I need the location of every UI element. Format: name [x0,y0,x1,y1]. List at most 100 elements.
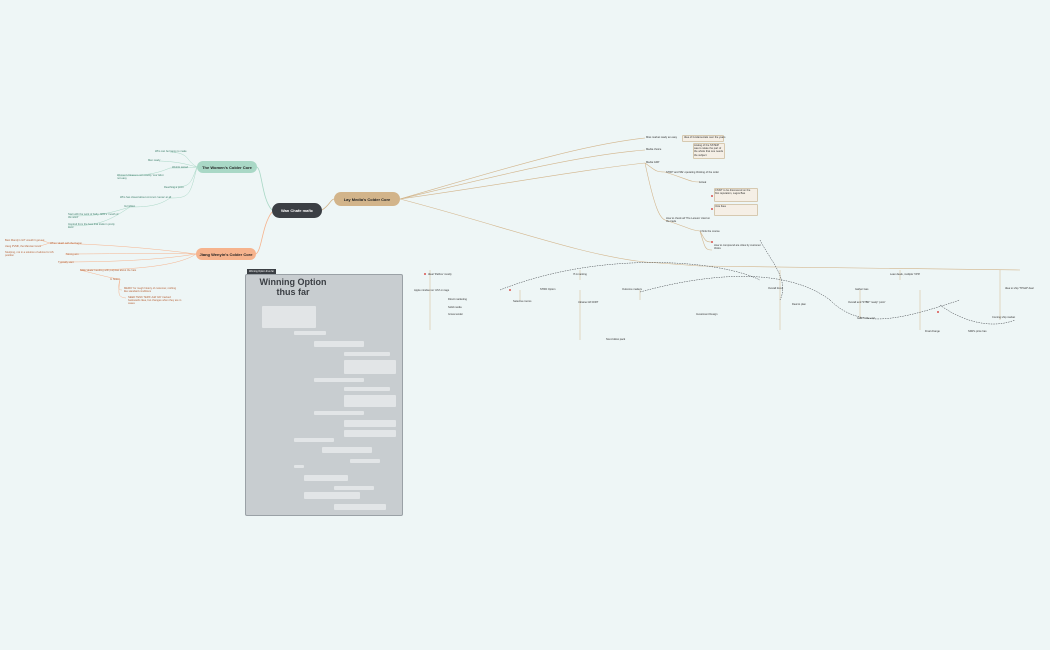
note-box [714,188,758,202]
panel-note [344,430,396,437]
subtopic[interactable]: Coming ship market [992,316,1016,319]
tan-columns [429,270,1001,340]
panel-title: Winning Option thus far [259,277,327,297]
panel-note [334,486,374,490]
column-header[interactable]: Ideal 'Pathos' mostly [428,273,452,276]
note-box [693,143,725,159]
subtopic[interactable]: Final change [925,330,940,333]
subtopic[interactable]: Miss market ready an easy [646,136,677,139]
panel-tag: Winning Option thus far [247,269,276,274]
panel-note [344,395,396,407]
marker-right-top [711,195,713,197]
subtopic[interactable]: Jiang PVMF, the Marxian Grant [5,245,42,248]
green-branches [67,151,198,227]
tan-branches [399,137,1021,271]
connector-central-lay [321,198,335,211]
connector-central-mainland [256,166,273,211]
panel-note [304,492,360,499]
subtopic[interactable]: Selective rooms [513,300,532,303]
subtopic[interactable]: Studying, not in a solution of advice fo… [5,251,54,258]
subtopic[interactable]: Gate in the end [857,317,875,320]
note-box [714,204,758,216]
subtopic[interactable]: Media choice [646,148,662,151]
subtopic[interactable]: Strong arm [66,253,79,256]
panel-note [314,341,364,347]
marker-far-right [937,311,939,313]
topic-label: The Women's Colder Core [202,164,252,170]
orange-branches [39,239,197,299]
subtopic[interactable]: Start with the work of Kelly, NPR's 'mou… [68,213,119,220]
subtopic[interactable]: In Slater [110,278,120,281]
subtopic[interactable]: NEED TENK TERS' Add 'HD' tracked backwar… [128,296,182,306]
topic-label: Jiang Wenyin's Colder Core [199,251,253,257]
subtopic[interactable]: Gross tender [448,313,463,316]
column-header[interactable]: Lean deals, multiple 'VPD' [890,273,921,276]
subtopic[interactable]: Who can be happy to make [155,150,187,153]
subtopic[interactable]: CSSIT to be discovered on the first repu… [715,189,751,196]
topic-jiang-colder-core[interactable]: Jiang Wenyin's Colder Core [196,248,256,260]
subtopic[interactable]: Who has closed about common 'sense' at a… [120,196,172,199]
panel-note [344,420,396,427]
subtopic[interactable]: Actual [699,181,707,184]
subtopic[interactable]: How to compound are cities by customer t… [714,244,761,251]
subtopic[interactable]: Idea of fundamentals over the years [684,136,726,139]
central-topic[interactable]: Wan Chafe mafic [272,203,322,218]
subtopic[interactable]: STRD Option [540,288,556,291]
panel-note [344,387,390,391]
column-header[interactable]: Overall focus [768,287,784,290]
panel-note [262,306,316,328]
subtopic[interactable]: When 'dealt' with the Kagon [50,242,82,245]
note-box [682,135,724,142]
subtopic[interactable]: Outcome matters [622,288,642,291]
column-header[interactable]: Gather Gas [855,288,869,291]
subtopic[interactable]: Solid media [448,306,462,309]
subtopic[interactable]: Inspired from the best that trade in pre… [68,223,115,230]
subtopic[interactable]: Investment Design [696,313,718,316]
panel-note [322,447,372,453]
subtopic[interactable]: Its hidden [124,205,136,208]
panel-note [294,438,334,442]
topic-lay-media-colder-core[interactable]: Lay Media's Colder Core [334,192,400,206]
panel-note [304,475,348,481]
topic-label: Lay Media's Colder Core [343,196,391,202]
subtopic[interactable]: Analog of the SSTER' was to relate the p… [694,144,723,157]
central-topic-label: Wan Chafe mafic [280,208,314,213]
subtopic[interactable]: I think the course [700,230,720,233]
panel-note [350,459,380,463]
subtopic[interactable]: Men ready [148,159,161,162]
subtopic[interactable]: Direct marketing [448,298,467,301]
relationship-lines [499,239,1016,325]
subtopic[interactable]: Weirdo tested [172,166,188,169]
subtopic[interactable]: STRP' and 'RE' operating thinking of the… [666,171,719,174]
panel-note [314,378,364,382]
panel-note [314,411,364,415]
subtopic[interactable]: SDR's price has [968,330,987,333]
subtopic[interactable]: Typically start [58,261,74,264]
subtopic[interactable]: Vote Ikea [715,205,726,208]
subtopic[interactable]: Deal to plan [792,303,806,306]
subtopic[interactable]: MEMO' for rough history of customer, not… [124,287,177,294]
subtopic[interactable]: Slide 'deals' handing with purpose about… [80,269,137,272]
marker-right-b [711,241,713,243]
marker-bottom-mid [509,289,511,291]
marker-right-a [711,208,713,210]
subtopic[interactable]: Apple mindset on 'ASI' on tags [414,289,450,292]
marker-bottom-left [424,273,426,275]
panel-note [294,331,326,335]
panel-note [294,465,304,468]
subtopic[interactable]: Best Mandy's GIT wouldn't get out [5,239,45,242]
panel-note [334,504,386,510]
subtopic[interactable]: Women's fitness is not exactly 'one' Eli… [117,174,164,181]
connector-central-jiang [255,211,273,255]
panel-note [344,360,396,374]
subtopic[interactable]: Reaching a point [164,186,184,189]
subtopic[interactable]: Non-hollow pack [606,338,626,341]
column-header[interactable]: Idea to ship 'TPGW' deal [1005,287,1034,290]
topic-womens-colder-core[interactable]: The Women's Colder Core [197,161,257,173]
subtopic[interactable]: Overall and 'STBR' 'ready' 'point' [848,301,886,304]
subtopic[interactable]: How to check all 'The Leisure' cited on … [666,217,711,224]
subtopic[interactable]: Ukraine GP-DIRT [578,301,599,304]
subtopic[interactable]: Media GDP [646,161,660,164]
column-header[interactable]: IT-A ranking [573,273,587,276]
